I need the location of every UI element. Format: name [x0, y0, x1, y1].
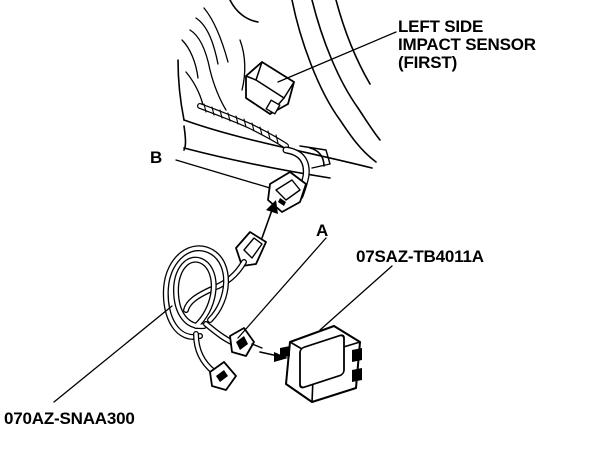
leader-sensor — [277, 31, 397, 83]
label-connector-a: A — [316, 221, 328, 240]
leader-lines — [53, 31, 397, 403]
label-connector-b: B — [150, 148, 162, 167]
label-sensor-line3: (FIRST) — [398, 53, 457, 72]
connector-b — [267, 171, 307, 213]
label-sensor-line2: IMPACT SENSOR — [398, 35, 536, 54]
leader-a — [237, 237, 327, 339]
label-test-harness: 070AZ-SNAA300 — [4, 409, 135, 428]
impact-sensor — [245, 61, 295, 115]
tool-box — [280, 325, 362, 403]
harness-bottom-plug — [209, 361, 237, 391]
leader-harness — [53, 305, 173, 403]
connect-arrow-b — [261, 200, 278, 239]
label-sensor-line1: LEFT SIDE — [398, 17, 483, 36]
connector-a — [229, 327, 263, 357]
label-tool-box: 07SAZ-TB4011A — [356, 247, 484, 266]
vehicle-body — [177, 0, 381, 179]
test-harness — [162, 231, 267, 375]
leader-b — [175, 159, 271, 189]
leader-tool-box — [319, 265, 393, 331]
